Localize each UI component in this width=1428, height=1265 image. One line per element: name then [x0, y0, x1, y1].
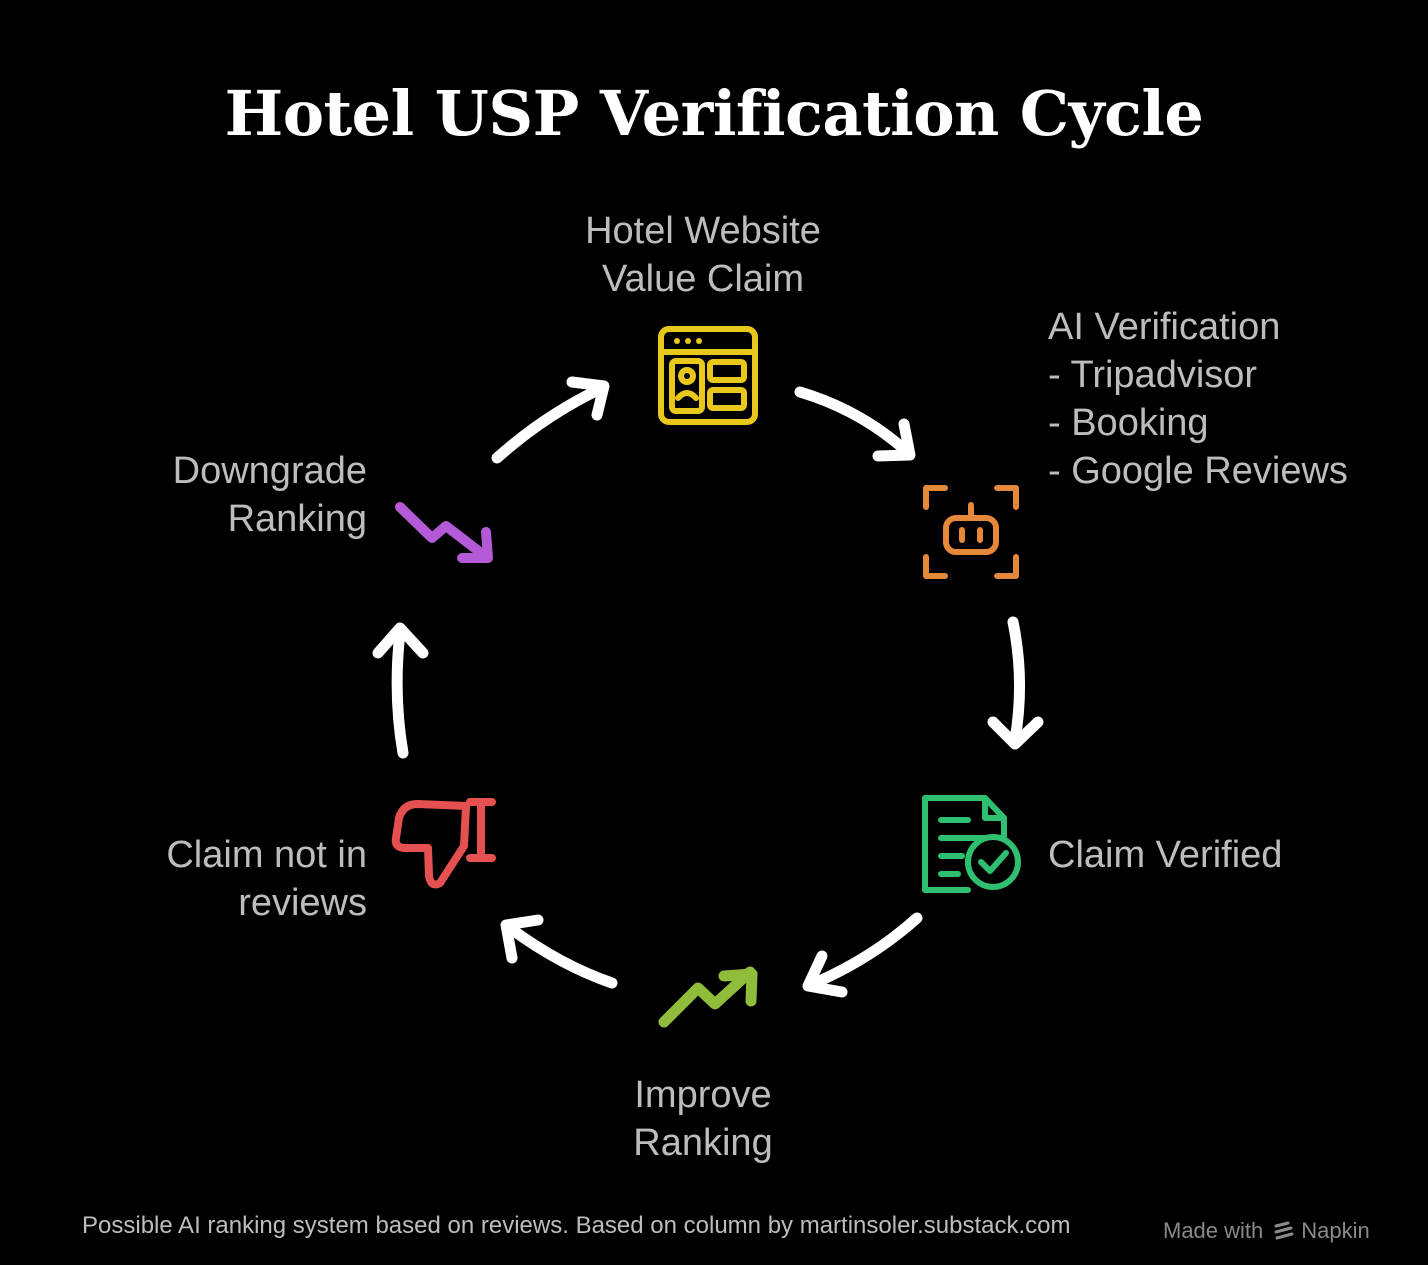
- node-label-line: Hotel Website: [585, 210, 821, 252]
- trending-up-icon: [658, 966, 758, 1028]
- node-label-line: AI Verification: [1048, 306, 1281, 348]
- arrow-claim-to-ai: [794, 386, 916, 462]
- node-label-line: Ranking: [633, 1122, 773, 1164]
- watermark-brand: Napkin: [1301, 1218, 1370, 1243]
- node-label-claim-not-in-reviews: Claim not in reviews: [67, 831, 367, 927]
- node-label-hotel-website-value-claim: Hotel Website Value Claim: [553, 207, 853, 303]
- node-label-line: Claim not in: [166, 834, 367, 876]
- node-label-line: Value Claim: [601, 258, 805, 300]
- web-layout-icon: [658, 326, 758, 425]
- node-label-line: Improve: [634, 1074, 772, 1116]
- trending-down-icon: [395, 502, 493, 563]
- arrow-not-in-reviews-to-downgrade: [372, 622, 429, 759]
- diagram-title: Hotel USP Verification Cycle: [224, 77, 1204, 150]
- arrow-improve-to-not-in-reviews: [500, 914, 618, 989]
- node-label-line: - Tripadvisor: [1048, 354, 1258, 396]
- node-label-improve-ranking: Improve Ranking: [553, 1071, 853, 1167]
- robot-icon: [923, 485, 1019, 579]
- node-label-line: Downgrade: [172, 450, 367, 492]
- node-label-ai-verification: AI Verification - Tripadvisor - Booking …: [1048, 303, 1348, 495]
- cycle-arrows: [372, 376, 1044, 998]
- verified-document-icon: [922, 795, 1021, 893]
- arrow-ai-to-verified: [987, 616, 1044, 750]
- footer-caption: Possible AI ranking system based on revi…: [82, 1212, 1071, 1239]
- node-label-downgrade-ranking: Downgrade Ranking: [67, 447, 367, 543]
- thumbs-down-icon: [391, 798, 496, 889]
- node-label-line: Ranking: [227, 498, 367, 540]
- arrow-downgrade-to-claim: [491, 376, 610, 464]
- arrow-verified-to-improve: [802, 912, 923, 998]
- node-label-line: - Google Reviews: [1048, 450, 1348, 492]
- node-label-line: reviews: [238, 882, 367, 924]
- node-label-line: Claim Verified: [1048, 834, 1283, 876]
- napkin-watermark: Made with Napkin: [1163, 1218, 1370, 1244]
- node-label-claim-verified: Claim Verified: [1048, 831, 1282, 879]
- node-label-line: - Booking: [1048, 402, 1209, 444]
- napkin-logo-icon: [1274, 1221, 1294, 1240]
- watermark-prefix: Made with: [1163, 1218, 1264, 1243]
